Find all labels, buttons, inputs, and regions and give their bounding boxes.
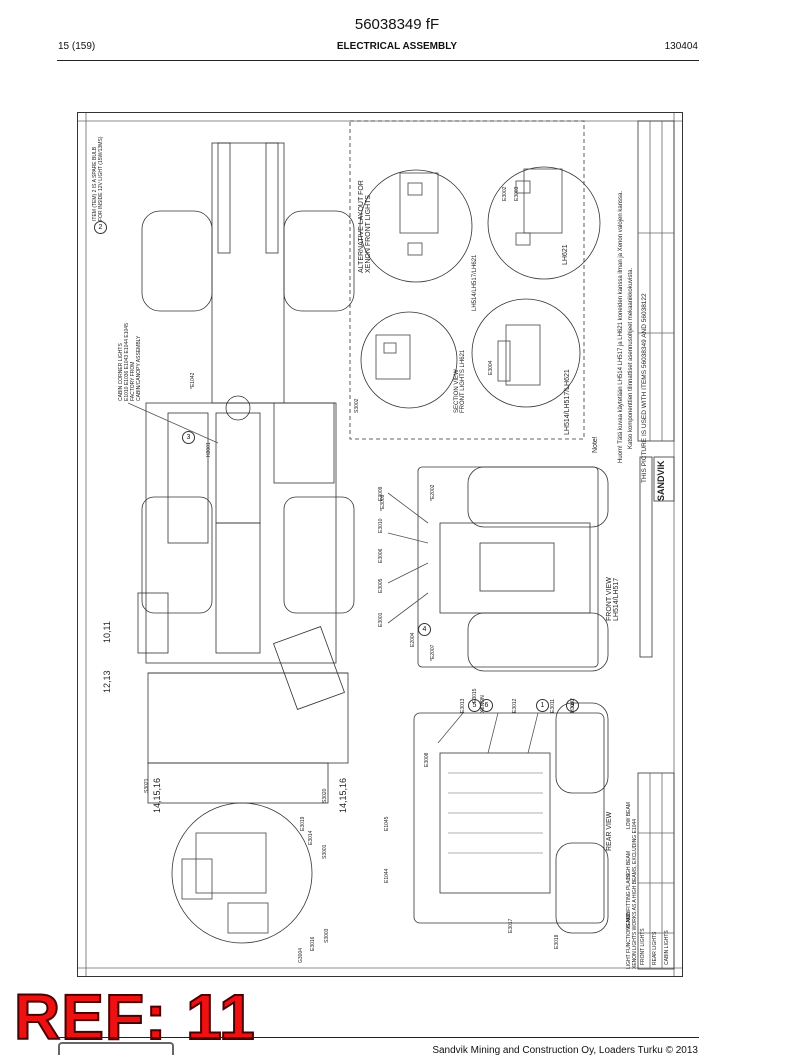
frame-ticks bbox=[78, 113, 682, 976]
label-s3003: S3003 bbox=[324, 928, 330, 943]
label-e3017: E3017 bbox=[508, 918, 514, 933]
callout-3: 3 bbox=[182, 431, 195, 444]
label-e3005: E3005 bbox=[378, 578, 384, 593]
spare-bulb-note: ITEM (TEM) 2 IS A SPARE BULB FOR INSIDE … bbox=[92, 136, 104, 221]
label-e3013: E3013 bbox=[460, 698, 466, 713]
callout-6: 6 bbox=[480, 699, 493, 712]
ref-stamp: REF: 11 bbox=[13, 980, 256, 1054]
detail-circle-3 bbox=[360, 311, 458, 409]
label-e3018: E3018 bbox=[554, 934, 560, 949]
label-e3002: E3002 bbox=[502, 186, 508, 201]
footer-rule bbox=[57, 1037, 699, 1038]
section-title: ELECTRICAL ASSEMBLY bbox=[336, 41, 458, 52]
leader-lines bbox=[127, 402, 539, 754]
label-e3010: E3010 bbox=[378, 518, 384, 533]
label-e3001: E3001 bbox=[378, 612, 384, 627]
label-e3012: E3012 bbox=[512, 698, 518, 713]
page-number: 15 (159) bbox=[58, 41, 96, 52]
machine-top-view bbox=[137, 142, 355, 804]
light-col-low: LOW BEAM bbox=[626, 802, 632, 829]
label-e2002: *E2002 bbox=[430, 484, 436, 501]
this-picture-note: THIS PICTURE IS USED WITH ITEMS 56038349… bbox=[641, 293, 648, 483]
label-e2007: *E2007 bbox=[430, 644, 436, 661]
brand-logo: SANDVIK bbox=[656, 460, 666, 501]
title-block bbox=[637, 120, 675, 442]
section-view-label: SECTION VIEW FRONT LIGHTS LH621 bbox=[454, 349, 466, 413]
huom-note-2: Katso komponenttien tilinnattiset asennu… bbox=[628, 267, 634, 449]
label-ref-14-15-16-b: 14,15,16 bbox=[338, 777, 348, 813]
callout-4: 4 bbox=[418, 623, 431, 636]
label-ref-14-15-16-a: 14,15,16 bbox=[152, 777, 162, 813]
light-row-front: FRONT LIGHTS bbox=[640, 928, 646, 965]
cabin-detail-internals bbox=[181, 832, 269, 934]
rear-view-drawing bbox=[413, 702, 609, 934]
models-label-2: LH514/LH517/LH621 bbox=[564, 369, 571, 435]
label-s3001: S3001 bbox=[322, 844, 328, 859]
doc-number: 56038349 fF bbox=[354, 16, 440, 33]
light-row-rear: REAR LIGHTS bbox=[652, 931, 658, 965]
huom-note: Huom! Tätä kuvaa käytetään LH514 LH517 j… bbox=[618, 190, 624, 463]
label-e3019: E3019 bbox=[300, 816, 306, 831]
label-ref-12-13: 12,13 bbox=[102, 670, 112, 693]
label-e1044: E1044 bbox=[384, 868, 390, 883]
label-s3021: S3021 bbox=[144, 778, 150, 793]
light-row-cabin: CABIN LIGHTS bbox=[664, 930, 670, 965]
front-view-drawing bbox=[417, 466, 609, 672]
label-e3016: E3016 bbox=[310, 936, 316, 951]
callout-9: 9 bbox=[566, 699, 579, 712]
label-e3011: E3011 bbox=[550, 698, 556, 713]
label-e3008: E3008 bbox=[424, 752, 430, 767]
label-s3002: S3002 bbox=[354, 398, 360, 413]
drawing-sheet: ALTERNATIVE LAYOUT FOR XENON FRONT LIGHT… bbox=[77, 112, 683, 977]
callout-2: 2 bbox=[94, 221, 107, 234]
label-e1042: *E1042 bbox=[190, 372, 196, 389]
label-s3020: S3020 bbox=[322, 788, 328, 803]
label-e3014: E3014 bbox=[308, 830, 314, 845]
detail-circle-1 bbox=[359, 169, 473, 283]
front-view-label: FRONT VIEW LH514/LH517 bbox=[606, 577, 620, 621]
label-ref-10-11: 10,11 bbox=[102, 621, 112, 643]
label-e3003: E3003 bbox=[514, 186, 520, 201]
alt-layout-box bbox=[349, 120, 585, 440]
light-function-table bbox=[637, 772, 675, 970]
sandvik-logo-box bbox=[653, 456, 675, 502]
detail-internals bbox=[375, 168, 563, 386]
detail-circle-2 bbox=[487, 166, 601, 280]
title-block-divisions bbox=[638, 121, 674, 441]
label-h3001: H3001 bbox=[206, 442, 212, 457]
label-e3004: E3004 bbox=[488, 360, 494, 375]
header-rule bbox=[57, 60, 699, 61]
cabin-lights-note: CABIN CORNER LIGHTS E1010 E1036 E1043 E1… bbox=[118, 323, 142, 401]
light-col-xenon: XENON bbox=[626, 911, 632, 929]
detail-circle-4 bbox=[471, 298, 581, 408]
light-col-high: HIGH BEAM bbox=[626, 850, 632, 879]
cabin-detail-circle bbox=[171, 802, 313, 944]
label-e3006: E3006 bbox=[378, 548, 384, 563]
technical-drawing bbox=[78, 113, 682, 976]
label-e2004: E2004 bbox=[410, 632, 416, 647]
label-e3009: E3009 bbox=[378, 486, 384, 501]
this-picture-box bbox=[639, 456, 653, 658]
label-g3004: G3004 bbox=[298, 947, 304, 963]
callout-1: 1 bbox=[536, 699, 549, 712]
alt-layout-title: ALTERNATIVE LAYOUT FOR XENON FRONT LIGHT… bbox=[358, 180, 372, 273]
footer-logo bbox=[58, 1042, 174, 1055]
light-table-title: LIGHT FUNCTIONS AND FITTING PLACE XENON … bbox=[626, 818, 638, 969]
note-label: Note! bbox=[592, 436, 599, 453]
date-code: 130404 bbox=[664, 41, 698, 52]
models-label-1: LH514/LH517/LH621 bbox=[472, 254, 478, 311]
light-table-grid bbox=[638, 773, 674, 969]
label-e1045: E1045 bbox=[384, 816, 390, 831]
footer-copyright: Sandvik Mining and Construction Oy, Load… bbox=[432, 1045, 698, 1056]
rear-view-label: REAR VIEW bbox=[606, 811, 613, 851]
lh621-label: LH621 bbox=[562, 244, 569, 265]
